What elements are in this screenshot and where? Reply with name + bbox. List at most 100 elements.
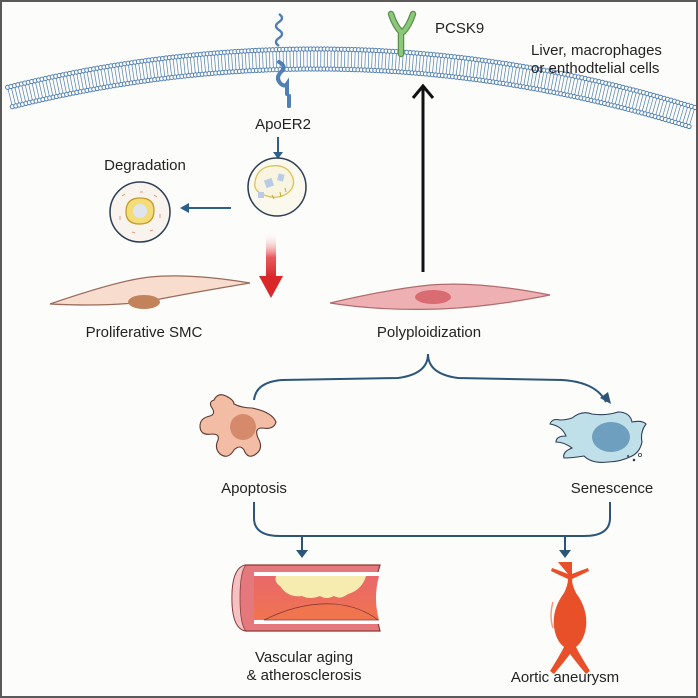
lipid-tail <box>14 87 20 104</box>
lipid-tail <box>62 76 67 93</box>
lipid-tail <box>581 80 586 97</box>
lipid-tail <box>152 61 155 78</box>
lipid-tail <box>388 53 390 70</box>
lipid-tail <box>621 90 627 106</box>
lipid-tail <box>203 56 206 72</box>
lipid-tail <box>141 63 145 79</box>
lipid-tail <box>207 55 210 72</box>
lipid-tail <box>499 65 503 81</box>
lipid-tail <box>472 61 476 78</box>
lipid-tail <box>452 58 455 75</box>
lipid-tail <box>145 62 149 79</box>
lipid-tail <box>76 74 81 90</box>
lipid-tail <box>93 70 98 87</box>
aortic-aneurysm-icon <box>550 562 590 674</box>
lipid-tail <box>265 52 267 68</box>
red-down-arrow <box>259 232 283 298</box>
lipid-tail <box>543 72 548 89</box>
lipid-tail <box>100 69 105 86</box>
lipid-tail <box>176 58 179 75</box>
lipid-tail <box>24 85 30 101</box>
lipid-tail <box>489 63 493 80</box>
lipid-tail <box>220 54 223 71</box>
lipid-tail <box>496 64 500 81</box>
lipid-tail <box>428 56 431 73</box>
lipid-tail <box>675 105 681 121</box>
lipid-tail <box>638 94 644 111</box>
lipid-tail <box>134 64 138 80</box>
merge-bracket <box>253 502 611 558</box>
lipid-tail <box>367 52 370 69</box>
lipid-tail <box>179 58 183 75</box>
lipid-tail <box>124 65 128 82</box>
lipid-tail <box>248 52 250 69</box>
lipid-tail <box>689 109 695 125</box>
lipid-tail <box>378 52 380 69</box>
lipid-tail <box>631 92 637 109</box>
lipid-tail <box>255 52 257 69</box>
lipid-tail <box>655 99 661 115</box>
lipid-tail <box>523 69 527 85</box>
lipid-tail <box>394 53 397 70</box>
lipid-tail <box>200 56 203 73</box>
lipid-tail <box>493 64 497 80</box>
lipid-tail <box>38 81 43 98</box>
lipid-tail <box>435 57 438 73</box>
lipid-tail <box>162 60 166 77</box>
lipid-tail <box>598 84 603 100</box>
lipid-tail <box>86 72 91 88</box>
lipid-tail <box>533 70 538 87</box>
lipid-tail <box>570 78 575 94</box>
lipid-tail <box>510 66 514 83</box>
lipid-tail <box>462 60 466 76</box>
lipid-tail <box>117 66 121 83</box>
lipid-tail <box>628 91 634 108</box>
lipid-tail <box>374 52 377 69</box>
apoptotic-cell-icon <box>199 394 277 457</box>
lipid-tail <box>669 103 675 119</box>
lipid-tail <box>384 53 387 69</box>
lipid-tail <box>107 68 111 85</box>
lipid-tail <box>645 96 651 112</box>
lipid-tail <box>587 81 593 98</box>
lipid-tail <box>479 62 483 79</box>
lipid-tail <box>442 57 445 74</box>
lipid-tail <box>69 75 74 92</box>
lipid-tail <box>21 85 26 102</box>
lipid-tail <box>601 85 606 101</box>
lipid-tail <box>361 51 363 68</box>
lipid-tail <box>7 89 13 105</box>
lipid-tail <box>550 74 555 90</box>
lipid-tail <box>59 77 64 94</box>
lipid-tail <box>662 101 668 117</box>
lipid-tail <box>391 53 394 70</box>
lipid-tail <box>679 106 685 122</box>
lipid-tail <box>560 76 565 92</box>
lipid-tail <box>66 76 71 92</box>
degradation-arrow <box>180 203 231 213</box>
lipid-tail <box>486 63 490 79</box>
lipid-tail <box>251 52 254 69</box>
lipid-tail <box>526 69 531 86</box>
pcsk9-label: PCSK9 <box>435 20 485 37</box>
lipid-tail <box>224 54 227 71</box>
lipid-tail <box>482 62 486 79</box>
lipid-tail <box>31 83 37 100</box>
lipid-tail <box>49 79 54 96</box>
cell-membrane <box>4 46 696 130</box>
lipid-tail <box>268 51 271 68</box>
cell-type-label-line2: or enthodtelial cells <box>531 60 660 77</box>
lipid-tail <box>530 70 534 86</box>
lipid-tail <box>503 65 507 82</box>
lipid-tail <box>466 60 469 77</box>
lipid-tail <box>131 64 135 81</box>
lipid-tail <box>193 57 196 73</box>
lipid-tail <box>210 55 213 72</box>
lipid-tail <box>83 72 88 89</box>
aortic-aneurysm-label: Aortic aneurysm <box>510 669 620 686</box>
lipid-tail <box>408 54 411 71</box>
lipid-tail <box>635 93 640 110</box>
lipid-tail <box>618 89 623 105</box>
lipid-tail <box>537 71 541 88</box>
